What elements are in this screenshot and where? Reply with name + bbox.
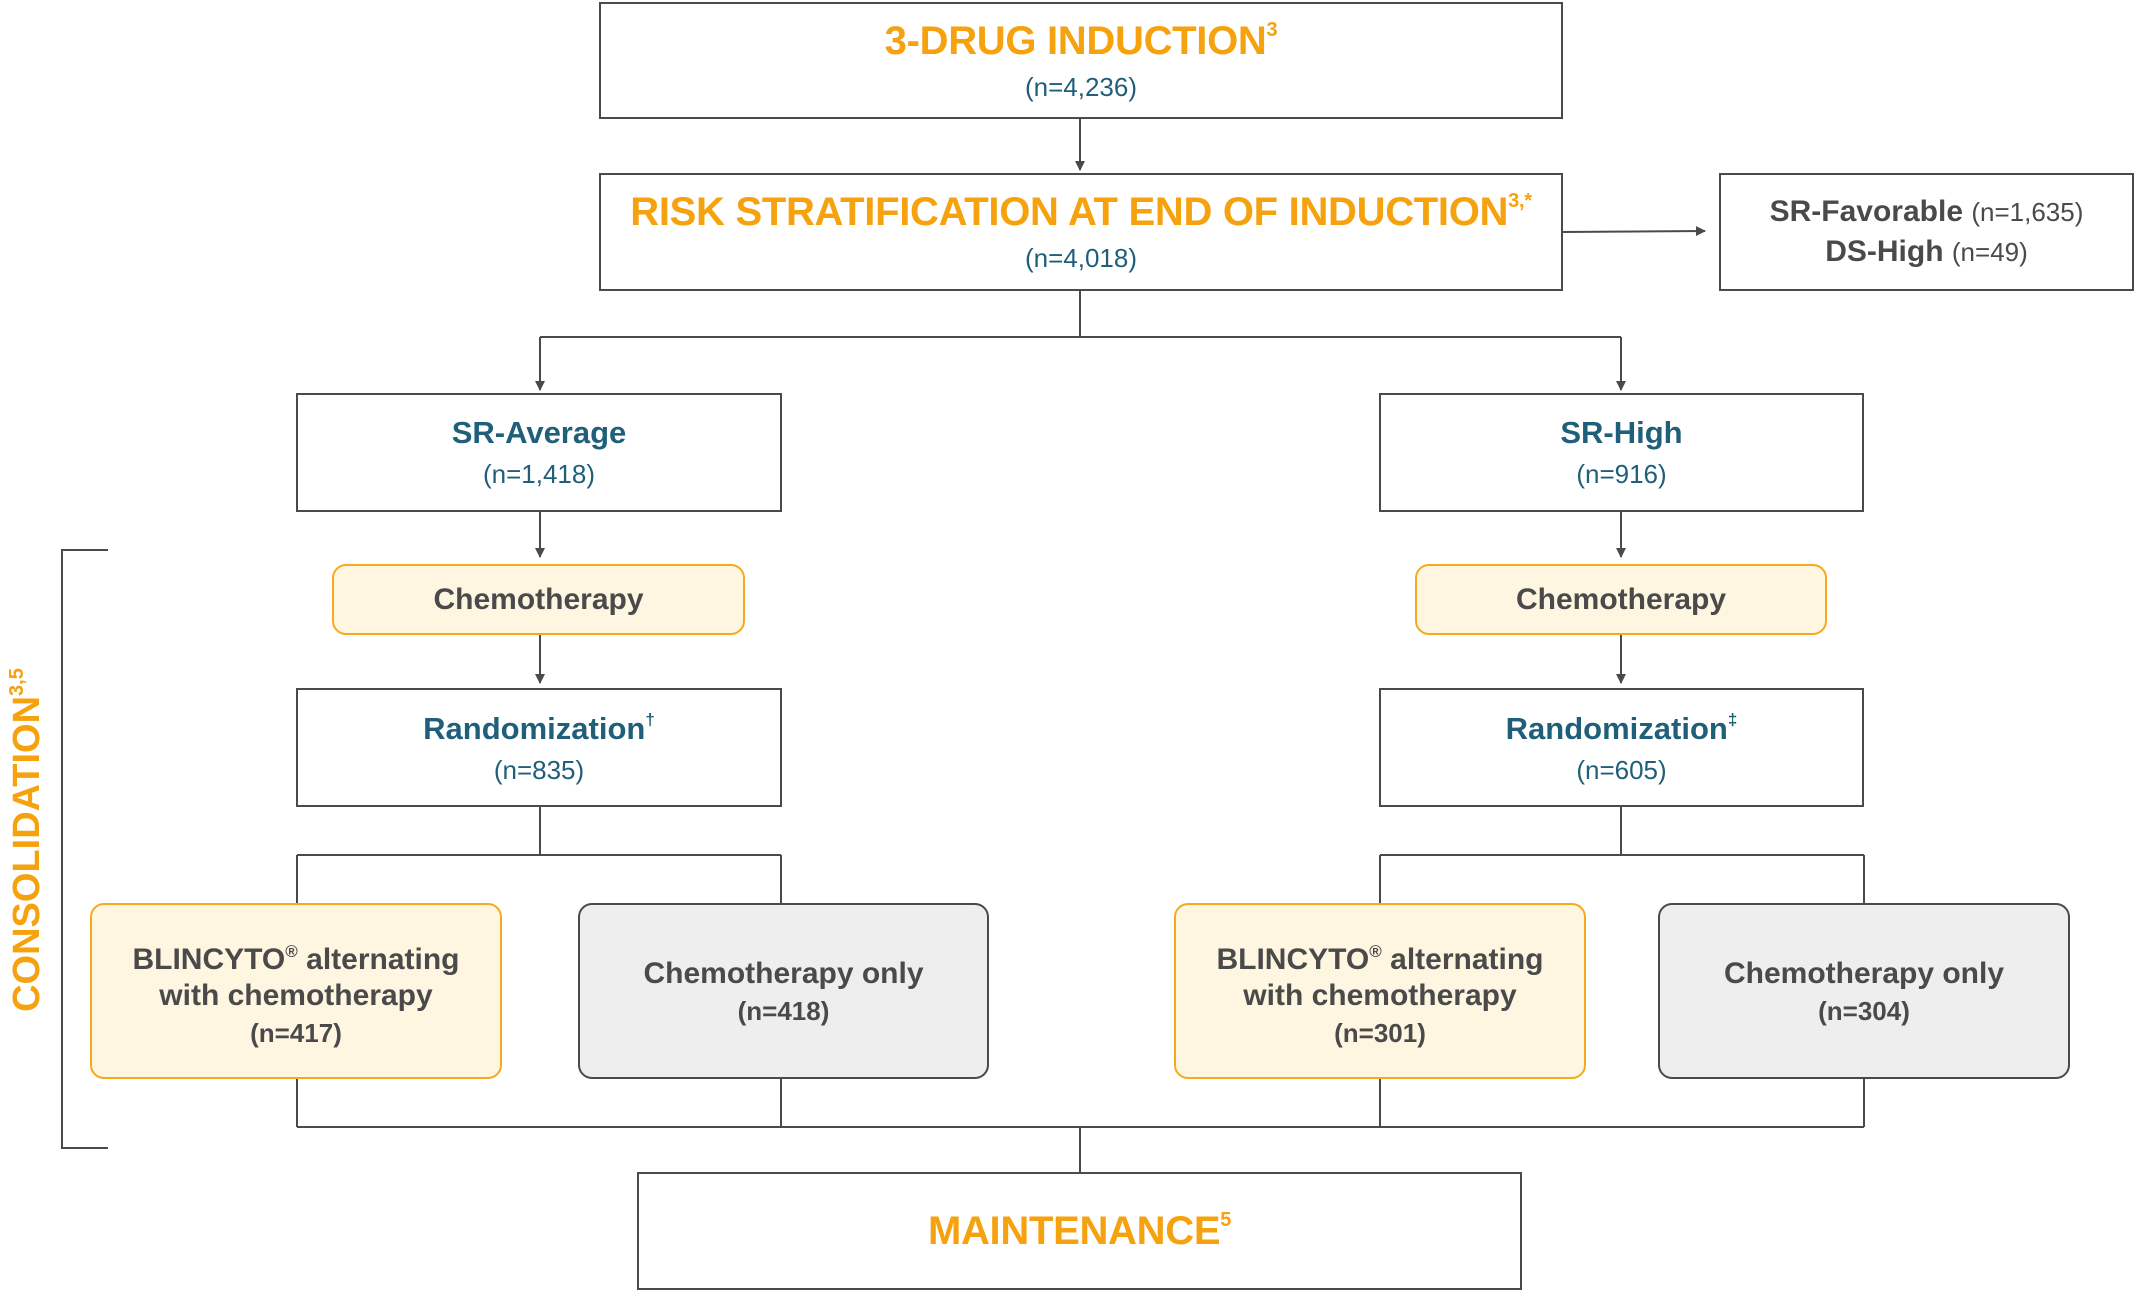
arrow-risk-to-excluded xyxy=(1561,226,1706,237)
randomization-box-left: Randomization† (n=835) xyxy=(296,688,782,807)
induction-title: 3-DRUG INDUCTION3 xyxy=(884,18,1278,63)
sr-high-title: SR-High xyxy=(1560,415,1683,450)
arm-blincyto-left-line2: with chemotherapy xyxy=(159,978,433,1012)
arm-blincyto-left: BLINCYTO® alternating with chemotherapy … xyxy=(90,903,502,1079)
arm-blincyto-right: BLINCYTO® alternating with chemotherapy … xyxy=(1174,903,1586,1079)
randomization-count-left: (n=835) xyxy=(493,754,585,785)
risk-stratification-count: (n=4,018) xyxy=(1024,243,1138,273)
sr-favorable-line: SR-Favorable (n=1,635) xyxy=(1769,195,2084,228)
arm-chemo-only-left-label: Chemotherapy only xyxy=(643,956,924,990)
arm-chemo-only-right-count: (n=304) xyxy=(1818,995,1910,1026)
arm-chemo-only-right: Chemotherapy only (n=304) xyxy=(1658,903,2070,1079)
arm-blincyto-right-count: (n=301) xyxy=(1334,1017,1426,1048)
arm-chemo-only-right-label: Chemotherapy only xyxy=(1723,956,2005,990)
randomization-title-left: Randomization† xyxy=(423,709,655,746)
chemotherapy-box-right: Chemotherapy xyxy=(1415,564,1827,635)
arm-chemo-only-left-count: (n=418) xyxy=(737,995,830,1026)
consolidation-text: CONSOLIDATION3,5 xyxy=(6,668,48,1012)
arm-blincyto-right-line1: BLINCYTO® alternating xyxy=(1216,941,1544,976)
sr-average-box: SR-Average (n=1,418) xyxy=(296,393,782,512)
randomization-title-right: Randomization‡ xyxy=(1505,709,1738,746)
induction-box: 3-DRUG INDUCTION3 (n=4,236) xyxy=(599,2,1563,119)
excluded-groups-box: SR-Favorable (n=1,635) DS-High (n=49) xyxy=(1719,173,2134,291)
consolidation-bracket xyxy=(61,549,108,1149)
risk-stratification-title: RISK STRATIFICATION AT END OF INDUCTION3… xyxy=(630,190,1532,234)
sr-average-title: SR-Average xyxy=(451,415,627,450)
arm-blincyto-left-count: (n=417) xyxy=(250,1017,342,1048)
randomization-count-right: (n=605) xyxy=(1576,754,1667,785)
maintenance-title: MAINTENANCE5 xyxy=(927,1208,1232,1253)
chemotherapy-label-right: Chemotherapy xyxy=(1515,582,1727,616)
maintenance-box: MAINTENANCE5 xyxy=(637,1172,1522,1290)
randomization-box-right: Randomization‡ (n=605) xyxy=(1379,688,1864,807)
induction-count: (n=4,236) xyxy=(1024,71,1138,102)
risk-stratification-box: RISK STRATIFICATION AT END OF INDUCTION3… xyxy=(599,173,1563,291)
arm-blincyto-left-line1: BLINCYTO® alternating xyxy=(132,941,460,976)
arm-chemo-only-left: Chemotherapy only (n=418) xyxy=(578,903,989,1079)
chemotherapy-box-left: Chemotherapy xyxy=(332,564,745,635)
ds-high-line: DS-High (n=49) xyxy=(1825,235,2028,268)
sr-average-count: (n=1,418) xyxy=(482,459,596,489)
sr-high-count: (n=916) xyxy=(1576,459,1667,489)
chemotherapy-label-left: Chemotherapy xyxy=(433,582,644,616)
sr-high-box: SR-High (n=916) xyxy=(1379,393,1864,512)
arm-blincyto-right-line2: with chemotherapy xyxy=(1243,978,1517,1012)
